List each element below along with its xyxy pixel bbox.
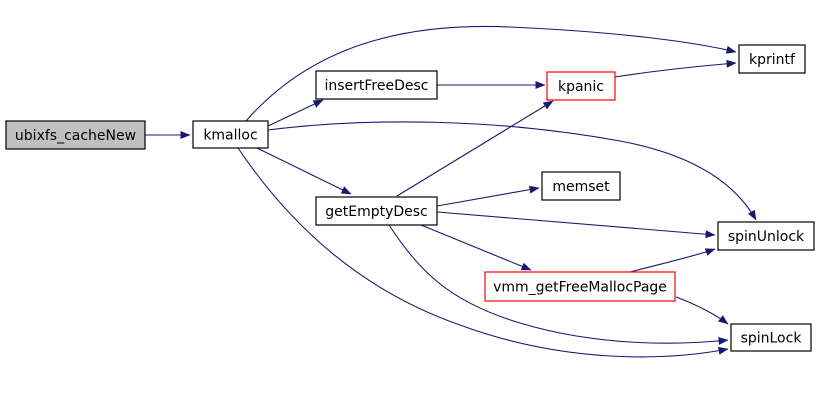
edge-vmm_getFreeMallocPage-to-spinUnlock: [629, 248, 716, 273]
node-ubixfs_cacheNew: ubixfs_cacheNew: [5, 120, 146, 150]
node-label-getEmptyDesc: getEmptyDesc: [325, 204, 428, 220]
node-box-kprintf[interactable]: [738, 44, 806, 74]
node-label-spinUnlock: spinUnlock: [728, 229, 805, 245]
edge-kmalloc-to-spinLock: [237, 147, 729, 358]
node-vmm_getFreeMallocPage[interactable]: vmm_getFreeMallocPage: [484, 271, 676, 302]
edge-kpanic-to-kprintf: [614, 59, 737, 78]
edge-getEmptyDesc-to-spinLock: [388, 224, 729, 345]
nodes-layer: ubixfs_cacheNew kmalloc insertFreeDesc kpan…: [5, 44, 815, 352]
node-label-memset: memset: [552, 179, 610, 195]
node-box-ubixfs_cacheNew: [5, 120, 146, 150]
node-memset[interactable]: memset: [541, 171, 621, 201]
node-label-ubixfs_cacheNew: ubixfs_cacheNew: [15, 128, 136, 144]
node-box-vmm_getFreeMallocPage[interactable]: [484, 271, 676, 302]
node-box-memset[interactable]: [541, 171, 621, 201]
node-kmalloc[interactable]: kmalloc: [192, 120, 269, 149]
node-kprintf[interactable]: kprintf: [738, 44, 806, 74]
edge-getEmptyDesc-to-spinUnlock: [436, 211, 716, 239]
edge-kmalloc-to-getEmptyDesc: [256, 147, 352, 195]
edge-vmm_getFreeMallocPage-to-spinLock: [675, 296, 729, 325]
edge-kmalloc-to-insertFreeDesc: [267, 99, 324, 127]
edge-getEmptyDesc-to-vmm_getFreeMallocPage: [420, 224, 532, 271]
edges-layer: [145, 25, 757, 358]
node-label-kpanic: kpanic: [558, 79, 604, 95]
edge-kmalloc-to-kprintf: [245, 25, 737, 122]
node-box-kmalloc[interactable]: [192, 120, 269, 149]
node-label-vmm_getFreeMallocPage: vmm_getFreeMallocPage: [493, 280, 667, 296]
node-getEmptyDesc[interactable]: getEmptyDesc: [315, 196, 438, 226]
edge-kmalloc-to-spinUnlock: [267, 121, 757, 221]
node-spinLock[interactable]: spinLock: [730, 323, 812, 352]
node-box-insertFreeDesc[interactable]: [315, 70, 438, 100]
node-box-kpanic[interactable]: [546, 71, 616, 101]
node-box-getEmptyDesc[interactable]: [315, 196, 438, 226]
node-insertFreeDesc[interactable]: insertFreeDesc: [315, 70, 438, 100]
node-label-insertFreeDesc: insertFreeDesc: [324, 78, 428, 94]
node-label-spinLock: spinLock: [741, 331, 803, 347]
edge-getEmptyDesc-to-memset: [436, 185, 540, 207]
node-kpanic[interactable]: kpanic: [546, 71, 616, 101]
node-box-spinUnlock[interactable]: [717, 221, 815, 251]
node-label-kmalloc: kmalloc: [203, 128, 257, 144]
node-box-spinLock[interactable]: [730, 323, 812, 352]
node-spinUnlock[interactable]: spinUnlock: [717, 221, 815, 251]
edge-getEmptyDesc-to-kpanic: [396, 100, 554, 197]
node-label-kprintf: kprintf: [749, 52, 796, 68]
